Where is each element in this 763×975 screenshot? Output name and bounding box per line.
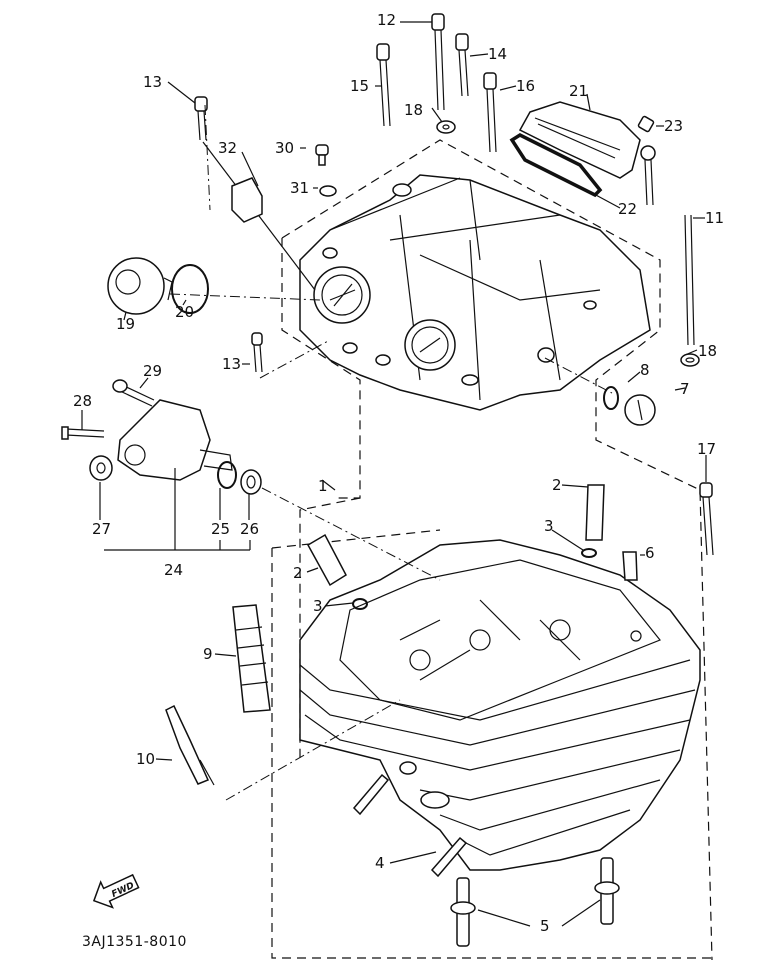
callout-22: 22 — [618, 200, 638, 218]
dowel-2-right — [585, 484, 605, 541]
sleeve-9 — [232, 604, 271, 713]
callout-8: 8 — [640, 361, 650, 379]
callout-3-right: 3 — [544, 517, 554, 535]
bearing-26 — [240, 469, 262, 495]
callout-16: 16 — [516, 77, 536, 95]
callout-10: 10 — [136, 750, 156, 768]
gasket-22 — [509, 132, 603, 198]
alignment-lines — [169, 104, 613, 801]
callout-4: 4 — [375, 854, 385, 872]
bolt-13-lower — [251, 332, 263, 373]
callout-1: 1 — [318, 477, 328, 495]
leader-lines — [81, 21, 707, 927]
callout-5: 5 — [540, 917, 550, 935]
callout-25: 25 — [211, 520, 231, 538]
callout-27: 27 — [92, 520, 112, 538]
callout-32: 32 — [218, 139, 238, 157]
cylinder-head-cover — [299, 174, 651, 411]
callout-31: 31 — [290, 179, 310, 197]
washer-18-top — [436, 120, 456, 134]
bolt-28 — [61, 426, 105, 440]
o-ring-20 — [171, 264, 209, 314]
callout-26: 26 — [240, 520, 260, 538]
o-ring-3-left — [352, 598, 368, 610]
callout-19: 19 — [116, 315, 136, 333]
o-ring-25 — [217, 461, 237, 489]
pump-24 — [117, 399, 233, 481]
bolt-15 — [376, 43, 391, 127]
seal-27 — [89, 455, 113, 481]
callout-17: 17 — [697, 440, 717, 458]
stud-4-pair — [352, 773, 468, 878]
callout-13-mid: 13 — [222, 355, 242, 373]
catalog-number: 3AJ1351-8010 — [82, 934, 187, 950]
stud-11 — [684, 214, 695, 346]
callout-2-left: 2 — [293, 564, 303, 582]
bolt-23-pair — [624, 115, 656, 206]
callout-6: 6 — [645, 544, 655, 562]
callout-14: 14 — [488, 45, 508, 63]
o-ring-8 — [603, 386, 619, 410]
callout-28: 28 — [73, 392, 93, 410]
washer-31 — [319, 185, 337, 197]
bolt-17 — [699, 482, 714, 556]
dowel-6 — [622, 551, 638, 581]
callout-12: 12 — [377, 11, 397, 29]
assembly-boundary-lower — [271, 529, 712, 959]
callout-13-top: 13 — [143, 73, 163, 91]
plug-19 — [107, 257, 173, 315]
cylinder-head — [299, 539, 701, 871]
plug-7 — [624, 394, 656, 426]
callout-2-right: 2 — [552, 476, 562, 494]
callout-23: 23 — [664, 117, 684, 135]
o-ring-3-right — [581, 548, 597, 558]
callout-9: 9 — [203, 645, 213, 663]
callout-24: 24 — [164, 561, 184, 579]
cover-21 — [518, 101, 641, 179]
cap-32 — [231, 177, 263, 223]
fwd-arrow-icon: FWD — [92, 873, 140, 909]
callout-11: 11 — [705, 209, 725, 227]
callout-21: 21 — [569, 82, 589, 100]
bolt-30 — [315, 144, 329, 166]
dowel-2-left — [306, 533, 347, 587]
bolt-12 — [431, 13, 445, 111]
callout-30: 30 — [275, 139, 295, 157]
spark-plug-10 — [165, 704, 215, 786]
bolt-29 — [112, 379, 155, 407]
stud-5-pair — [450, 857, 620, 947]
bolt-16 — [483, 72, 497, 153]
callout-20: 20 — [175, 303, 195, 321]
callout-7: 7 — [680, 380, 690, 398]
callout-29: 29 — [143, 362, 163, 380]
callout-15: 15 — [350, 77, 370, 95]
callout-18-top: 18 — [404, 101, 424, 119]
callout-3-left: 3 — [313, 597, 323, 615]
callout-18-right: 18 — [698, 342, 718, 360]
bolt-14 — [455, 33, 469, 97]
washer-18-right — [680, 353, 700, 367]
